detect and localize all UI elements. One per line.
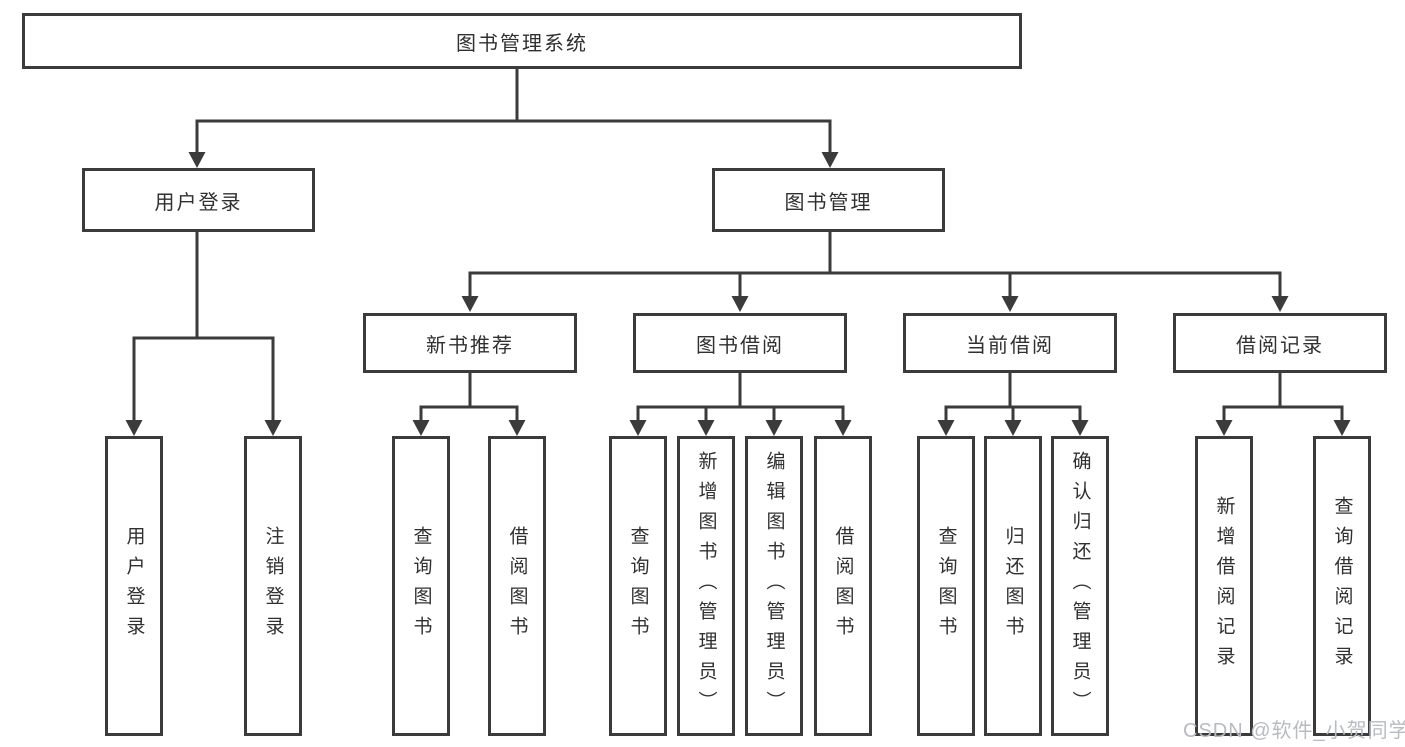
leaf-borrow-books: 借阅图书 (814, 436, 872, 736)
node-user-login: 用户登录 (82, 168, 315, 232)
leaf-add-book-admin: 新增图书（管理员） (677, 436, 735, 736)
leaf-query-borrow-record: 查询借阅记录 (1313, 436, 1371, 736)
watermark: CSDN @软件_小贺同学 (1183, 720, 1405, 742)
leaf-query-books-current: 查询图书 (917, 436, 975, 736)
node-borrow-records: 借阅记录 (1173, 313, 1387, 373)
node-current-borrow: 当前借阅 (903, 313, 1117, 373)
node-new-book-recommend: 新书推荐 (363, 313, 577, 373)
node-book-management: 图书管理 (712, 168, 945, 232)
leaf-logout: 注销登录 (244, 436, 302, 736)
leaf-add-borrow-record: 新增借阅记录 (1195, 436, 1253, 736)
leaf-edit-book-admin: 编辑图书（管理员） (745, 436, 803, 736)
leaf-return-books: 归还图书 (984, 436, 1042, 736)
leaf-borrow-books-recommend: 借阅图书 (488, 436, 546, 736)
node-root: 图书管理系统 (22, 13, 1022, 69)
leaf-confirm-return-admin: 确认归还（管理员） (1051, 436, 1109, 736)
leaf-query-books-recommend: 查询图书 (392, 436, 450, 736)
leaf-user-login: 用户登录 (105, 436, 163, 736)
node-book-borrow: 图书借阅 (633, 313, 847, 373)
leaf-query-books-borrow: 查询图书 (609, 436, 667, 736)
